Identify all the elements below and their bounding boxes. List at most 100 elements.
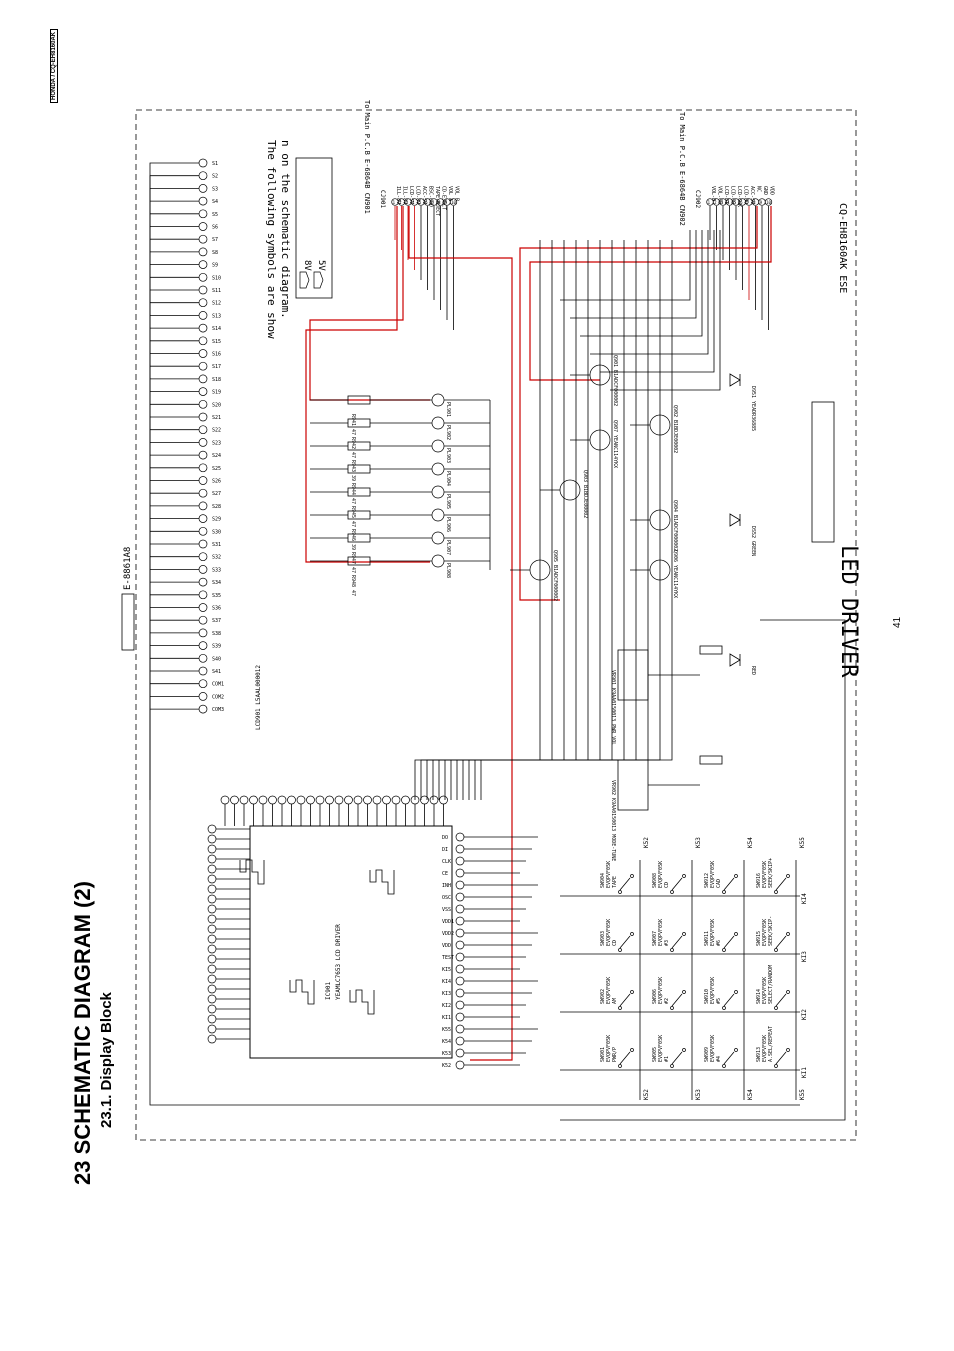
scan-line-label: K54 xyxy=(747,1089,754,1100)
ic-pin-label: INH xyxy=(442,883,451,889)
ic-side-pin xyxy=(207,954,217,964)
board-outline xyxy=(135,109,857,1141)
switch-function: PWR/P xyxy=(612,1047,618,1062)
lcd-pin xyxy=(198,209,208,219)
switch-function: #4 xyxy=(716,1056,722,1062)
connector-pin-number: 6 xyxy=(740,200,743,205)
switch-part: EVQPVF05K xyxy=(710,1035,716,1062)
lcd-pin xyxy=(198,311,208,320)
key-input-label: KI1 xyxy=(801,1067,808,1078)
lcd-pin-label: S26 xyxy=(212,479,221,485)
ic-pin xyxy=(455,1060,465,1070)
ic-segment-pin xyxy=(372,795,382,805)
lamp-resistor-label: R947 47 xyxy=(350,552,356,573)
switch-contact xyxy=(619,993,631,1007)
connector-pin-label: LCD-CE xyxy=(730,186,736,204)
lcd-pin xyxy=(198,476,208,485)
switch-contact xyxy=(723,935,735,949)
lcd-pin-label: S13 xyxy=(212,313,221,319)
lcd-pin-wire xyxy=(149,505,199,800)
board-label: CQ-EH8160AK ESE xyxy=(837,203,848,293)
switch-pin xyxy=(786,932,790,936)
lamp-resistor-label: R941 47 xyxy=(350,414,356,435)
ic-side-pin xyxy=(207,1014,217,1024)
switch-pin xyxy=(774,890,778,894)
ic-pin xyxy=(455,988,465,998)
ic-segment-pin xyxy=(315,795,325,805)
lcd-pin-wire xyxy=(149,441,199,800)
switch-ref: SW903 xyxy=(600,931,606,946)
connector-pin-label: GND xyxy=(762,186,768,195)
ic-pin-label: DI xyxy=(442,847,448,853)
variable-resistor-bias xyxy=(699,645,723,655)
lcd-pin-wire xyxy=(149,353,199,800)
lcd-pin-wire xyxy=(149,187,199,800)
lcd-pin xyxy=(198,628,208,638)
ic-side-pin xyxy=(207,884,217,894)
ic-pin xyxy=(455,1024,465,1034)
lcd-pin-wire xyxy=(149,314,199,800)
ic901-body xyxy=(249,825,453,1059)
ic-segment-pin xyxy=(249,795,258,805)
switch-part: EVQPVF05K xyxy=(710,977,716,1004)
lcd-pin xyxy=(198,653,208,663)
ic-pin-label: KI2 xyxy=(442,1003,451,1009)
scan-line-label: K53 xyxy=(695,1089,702,1100)
power-rail-acc xyxy=(519,206,758,601)
ic-pin xyxy=(455,976,465,986)
switch-pin xyxy=(734,932,738,936)
switch-pin xyxy=(774,1064,778,1068)
switch-part: EVQPVF05K xyxy=(762,861,768,888)
lcd-pin-wire xyxy=(149,416,199,800)
ic-segment-pin xyxy=(401,795,410,805)
switch-contact xyxy=(775,935,787,949)
switch-pin xyxy=(682,874,686,878)
switch-pin xyxy=(734,990,738,994)
switch-pin xyxy=(630,1048,634,1052)
switch-function: AM xyxy=(612,998,618,1004)
ic-segment-pin xyxy=(439,795,448,805)
connector-pin-number: 1 xyxy=(393,200,396,205)
switch-function: A.SEL/REPEAT xyxy=(768,1026,774,1062)
ic-pin xyxy=(455,868,465,878)
connector-pin-label: VOL-D xyxy=(710,186,716,201)
lcd-pin xyxy=(198,412,208,422)
ic-pin xyxy=(455,964,465,974)
ic901-name: YEAMLC7653 LCD DRIVER xyxy=(335,924,342,1000)
connector-pin-number: 5 xyxy=(734,200,737,205)
lamp-label: PL907 xyxy=(445,540,451,555)
transistor-label: Q905 B1ADCF000002 xyxy=(552,550,558,601)
power-rail-ill xyxy=(309,206,430,401)
ic-segment-pin xyxy=(306,795,315,805)
lcd-pin-label: S31 xyxy=(212,542,221,548)
lcd-pin-label: S32 xyxy=(212,555,221,561)
lcd-pin-wire xyxy=(149,530,199,800)
connector-pin-label: NC xyxy=(756,186,762,192)
lamp-symbol xyxy=(431,531,445,545)
ic-segment-pin xyxy=(230,795,239,805)
lcd-pin xyxy=(198,260,208,269)
vr-return xyxy=(560,619,846,1121)
lcd-pin-wire xyxy=(149,391,199,800)
connector-pin-label: LCD-DI xyxy=(723,186,729,204)
connector-pin-number: 5 xyxy=(419,200,422,205)
lcd-pin-label: S11 xyxy=(212,288,221,294)
lcd-pin xyxy=(198,679,208,689)
switch-part: EVQPVF05K xyxy=(658,1035,664,1062)
connector-destination: To Main P.C.B E-6864B CN901 xyxy=(363,100,371,214)
switch-pin xyxy=(722,1064,726,1068)
lcd-pin xyxy=(198,666,208,676)
switch-function: TAPE xyxy=(612,876,618,888)
ic-segment-pin xyxy=(296,795,306,805)
waveform-sketch xyxy=(289,979,315,1005)
lcd-pin xyxy=(198,374,208,384)
transistor-symbol xyxy=(559,479,581,501)
lcd-pin xyxy=(198,336,208,346)
switch-function: #1 xyxy=(664,1056,670,1062)
ic-pin-label: CLK xyxy=(442,859,451,865)
lcd-pin xyxy=(198,349,208,358)
connector-pin-number: 9 xyxy=(445,200,448,205)
switch-contact xyxy=(671,935,683,949)
switch-pin xyxy=(670,1064,674,1068)
lcd-pin xyxy=(198,463,208,473)
